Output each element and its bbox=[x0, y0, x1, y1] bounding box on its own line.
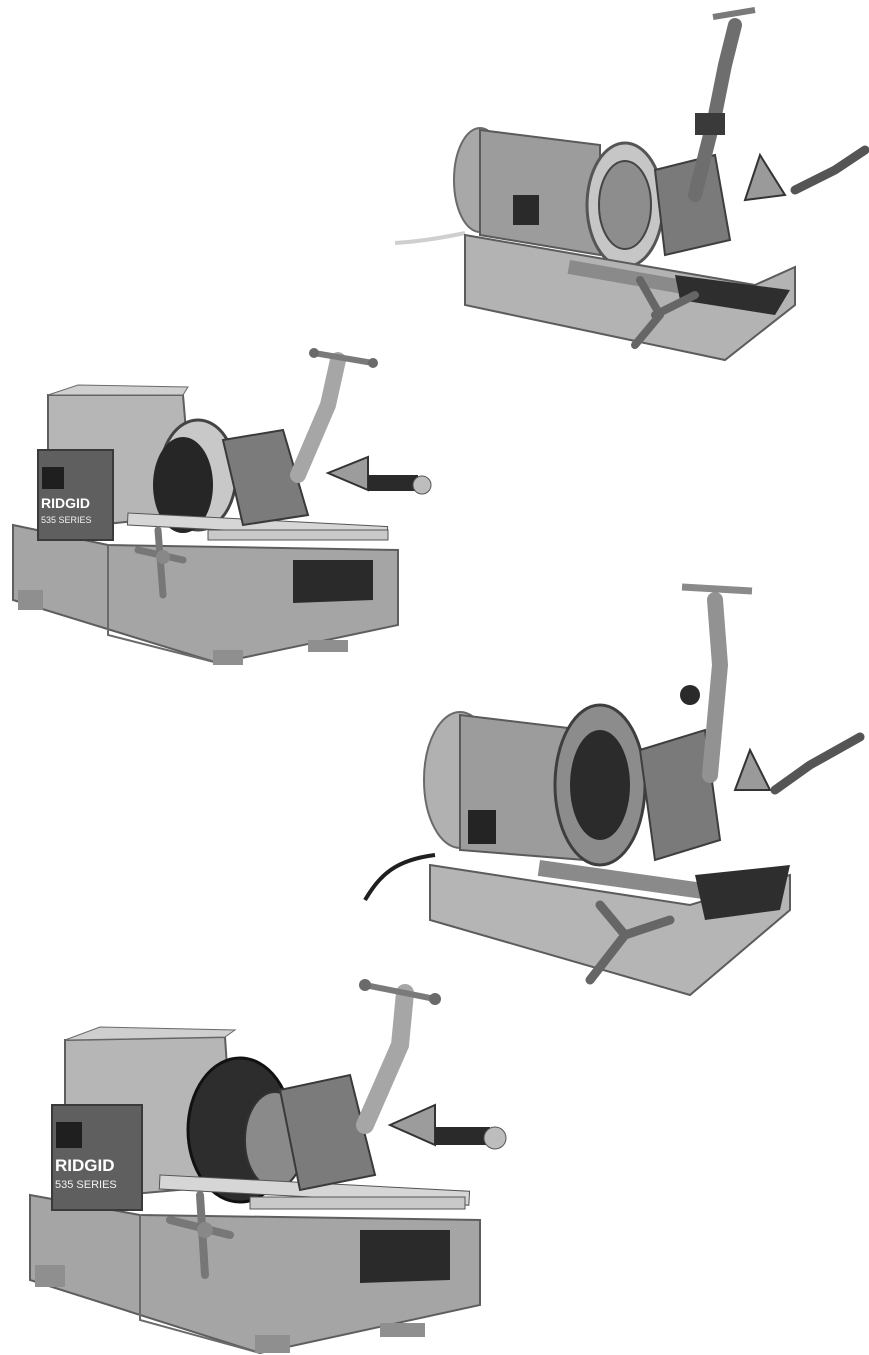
carriage-handwheel bbox=[770, 732, 865, 795]
chip-tray bbox=[293, 560, 373, 603]
series-label: 535 SERIES bbox=[55, 1179, 117, 1191]
chip-tray bbox=[360, 1230, 450, 1283]
series-label: 535 SERIES bbox=[41, 515, 92, 525]
die-head bbox=[638, 728, 722, 862]
switch-icon bbox=[56, 1122, 82, 1148]
pipe-cutter bbox=[290, 352, 346, 483]
machine-base bbox=[429, 863, 791, 997]
brand-label: RIDGID bbox=[41, 495, 90, 511]
motor-housing bbox=[479, 128, 601, 257]
power-cord bbox=[363, 853, 436, 902]
machine-base bbox=[464, 233, 796, 362]
die-head bbox=[653, 153, 732, 257]
switch-icon bbox=[513, 195, 539, 225]
brand-label: RIDGID bbox=[55, 1156, 115, 1175]
brand-plate bbox=[37, 449, 114, 541]
threading-machine-photo-2: RIDGID 535 SERIES bbox=[12, 348, 432, 665]
pipe-cutter bbox=[356, 984, 414, 1134]
pipe-cutter bbox=[702, 592, 729, 783]
switch-icon bbox=[42, 467, 64, 489]
threading-machine-photo-3 bbox=[363, 583, 865, 997]
reamer-cone bbox=[387, 1103, 436, 1147]
power-cord bbox=[394, 231, 466, 245]
die-head bbox=[278, 1073, 377, 1192]
threading-machine-photo-1 bbox=[394, 7, 869, 362]
pipe-cutter bbox=[688, 18, 742, 202]
carriage-handwheel bbox=[790, 145, 869, 195]
reamer-cone bbox=[325, 455, 369, 492]
reamer-cone bbox=[733, 747, 772, 791]
chip-tray bbox=[675, 275, 790, 315]
chip-tray bbox=[695, 865, 790, 920]
switch-icon bbox=[468, 810, 496, 844]
spoke-handle bbox=[585, 900, 675, 985]
die-head bbox=[221, 428, 310, 527]
threading-machine-photo-4: RIDGID 535 SERIES bbox=[29, 979, 507, 1355]
spoke-handle bbox=[631, 276, 699, 349]
reamer-cone bbox=[743, 152, 787, 202]
